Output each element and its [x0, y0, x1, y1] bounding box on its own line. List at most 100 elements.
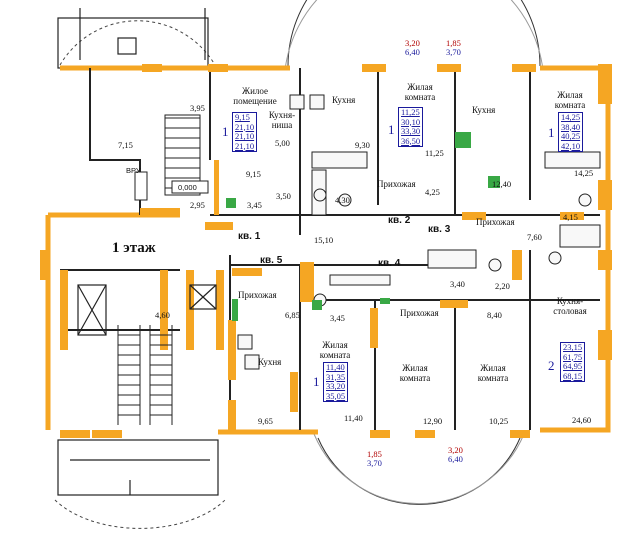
elevators — [77, 284, 217, 336]
vru-panel — [134, 171, 148, 201]
summary-value: 11,40 — [326, 362, 345, 372]
summary-value: 31,35 — [326, 371, 346, 382]
vru-label: ВРУ — [126, 166, 141, 175]
summary-value: 23,15 — [563, 342, 583, 352]
room-count-kv5: 2 — [548, 358, 555, 373]
level-mark-box — [171, 180, 209, 194]
summary-value: 61,75 — [563, 351, 583, 362]
area-label: 9,30 — [355, 140, 370, 150]
summary-value: 9,15 — [235, 112, 250, 122]
area-label: 4,25 — [425, 187, 440, 197]
area-label: 2,20 — [495, 281, 510, 291]
apartment-label-3: кв. 3 — [428, 224, 451, 235]
floor-label: 1 этаж — [112, 240, 156, 256]
area-label: 6,85 — [285, 310, 300, 320]
summary-value: 21,10 — [235, 131, 255, 141]
bay-arcs — [284, 0, 544, 505]
room-living-space: Жилое помещение — [233, 86, 277, 106]
balcony-area-bottom-right-full: 6,40 — [448, 454, 463, 464]
area-label: 4,15 — [563, 212, 578, 222]
summary-value: 42,10 — [561, 140, 581, 151]
summary-value: 68,15 — [563, 370, 583, 381]
summary-value: 33,20 — [326, 381, 346, 391]
area-label: 9,65 — [258, 416, 273, 426]
bottom-porch — [57, 439, 219, 496]
porch-arcs — [54, 20, 226, 529]
area-label: 10,25 — [489, 416, 509, 426]
green-accents — [226, 132, 500, 321]
room-living-bottom-3: Жилая комната — [477, 363, 509, 383]
room-hallway-kv5: Прихожая — [238, 290, 277, 300]
apartment-label-2: кв. 2 — [388, 215, 411, 226]
room-count-kv2: 1 — [388, 122, 395, 137]
summary-value: 36,50 — [401, 135, 421, 146]
summary-value: 30,10 — [401, 116, 421, 127]
balcony-area-bottom-left-full: 3,70 — [367, 458, 382, 468]
summary-box-kv2: 11,25 30,10 33,30 36,50 — [398, 107, 424, 147]
summary-value: 64,95 — [563, 361, 583, 371]
balcony-area-top-left: 3,20 — [405, 38, 420, 48]
area-label: 15,10 — [314, 235, 334, 245]
area-label: 3,40 — [450, 279, 465, 289]
area-label: 14,25 — [574, 168, 594, 178]
summary-value: 38,40 — [561, 121, 581, 132]
balcony-area-top-right-full: 3,70 — [446, 47, 461, 57]
room-hallway-kv4: Прихожая — [400, 308, 439, 318]
fixtures — [237, 94, 601, 370]
room-living-top-2: Жилая комната — [554, 90, 586, 110]
room-kitchen-niche: Кухня- ниша — [268, 110, 296, 130]
summary-value: 33,30 — [401, 126, 421, 136]
area-label: 2,95 — [190, 200, 205, 210]
area-label: 9,15 — [246, 169, 261, 179]
summary-box-kv1: 9,15 21,10 21,10 21,10 — [232, 112, 258, 152]
room-hallway-kv3: Прихожая — [476, 217, 515, 227]
area-label: 4,60 — [155, 310, 170, 320]
area-label: 24,60 — [572, 415, 592, 425]
area-label: 3,95 — [190, 103, 205, 113]
area-label: 12,40 — [492, 179, 512, 189]
area-label: 11,40 — [344, 413, 363, 423]
apartment-label-4: кв. 4 — [378, 258, 401, 269]
wall-accents — [40, 64, 612, 438]
room-living-bottom-1: Жилая комната — [319, 340, 351, 360]
room-count-kv1: 1 — [222, 124, 229, 139]
summary-value: 40,25 — [561, 131, 581, 141]
area-label: 3,45 — [330, 313, 345, 323]
room-kitchen-dining: Кухня- столовая — [553, 296, 587, 316]
room-living-top-1: Жилая комната — [404, 82, 436, 102]
apartment-label-5: кв. 5 — [260, 255, 283, 266]
area-label: 3,45 — [247, 200, 262, 210]
area-label: 4,30 — [335, 195, 350, 205]
balcony-area-bottom-right: 3,20 — [448, 445, 463, 455]
room-count-kv3: 1 — [548, 125, 555, 140]
area-label: 8,40 — [487, 310, 502, 320]
summary-value: 35,05 — [326, 390, 346, 401]
summary-value: 21,10 — [235, 121, 255, 132]
area-label: 5,00 — [275, 138, 290, 148]
summary-box-kv4: 11,40 31,35 33,20 35,05 — [323, 362, 349, 402]
room-kitchen-top-2: Кухня — [472, 105, 496, 115]
area-label: 11,25 — [425, 148, 444, 158]
summary-value: 14,25 — [561, 112, 581, 122]
balcony-area-top-right: 1,85 — [446, 38, 461, 48]
summary-box-kv3: 14,25 38,40 40,25 42,10 — [558, 112, 584, 152]
area-label: 7,15 — [118, 140, 133, 150]
balcony-area-top-left-full: 6,40 — [405, 47, 420, 57]
apartment-label-1: кв. 1 — [238, 231, 261, 242]
room-count-kv4: 1 — [313, 374, 320, 389]
stairs — [117, 114, 201, 425]
room-hallway-kv2: Прихожая — [377, 179, 416, 189]
summary-box-kv5: 23,15 61,75 64,95 68,15 — [560, 342, 586, 382]
room-living-bottom-2: Жилая комната — [399, 363, 431, 383]
area-label: 12,90 — [423, 416, 443, 426]
room-kitchen-top-1: Кухня — [332, 95, 356, 105]
balcony-area-bottom-left: 1,85 — [367, 449, 382, 459]
summary-value: 11,25 — [401, 107, 420, 117]
area-label: 3,50 — [276, 191, 291, 201]
level-mark: 0,000 — [178, 183, 197, 192]
summary-value: 21,10 — [235, 140, 255, 151]
room-kitchen-bottom: Кухня — [258, 357, 282, 367]
top-porch — [57, 8, 209, 69]
area-label: 7,60 — [527, 232, 542, 242]
